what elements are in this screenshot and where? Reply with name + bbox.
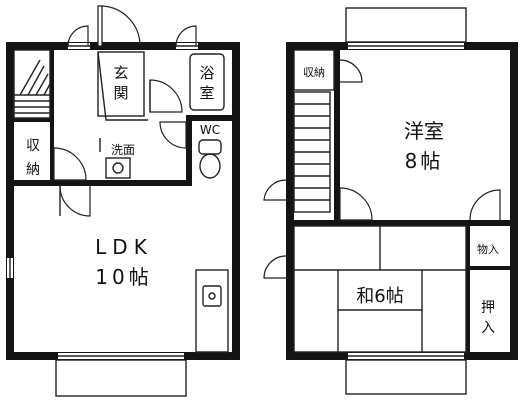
label-western: 洋室 xyxy=(404,119,444,143)
entrance-box xyxy=(97,51,145,117)
wall-right-left xyxy=(286,42,294,360)
label-ldk: LDK xyxy=(95,235,153,259)
label-entrance: 玄関 xyxy=(113,64,128,102)
bath-box xyxy=(189,53,225,111)
wall-ldk-top xyxy=(14,180,190,186)
bath-door-arc xyxy=(149,79,183,113)
storage2-door-arc xyxy=(339,59,363,83)
western-door-arc-1 xyxy=(339,187,373,221)
ldk-door-arc xyxy=(59,185,91,217)
wall-bath-bottom xyxy=(186,115,234,121)
storage1-door-arc xyxy=(53,147,87,181)
label-oshiire: 押入 xyxy=(481,300,495,336)
wall-storage-left xyxy=(50,50,54,180)
wall-western-left xyxy=(334,50,340,224)
wall-wc-right xyxy=(186,120,192,186)
kitchen-counter xyxy=(195,269,229,353)
wall-closet-left xyxy=(466,224,470,352)
wall-western-bottom xyxy=(294,220,510,226)
wall-left-left xyxy=(6,42,14,360)
label-storage1: 収納 xyxy=(26,138,40,178)
wall-left-right xyxy=(232,42,240,360)
storage2-box xyxy=(293,49,335,91)
label-ldk-size: 10帖 xyxy=(95,265,152,289)
label-wc: WC xyxy=(200,123,220,137)
wall-right-right xyxy=(510,42,518,360)
entrance-door xyxy=(97,5,103,47)
side-door-arc-1 xyxy=(263,179,287,201)
wall-stair-bottom xyxy=(14,118,54,122)
entrance-door-arc xyxy=(101,5,141,45)
door-arc-top-left xyxy=(67,25,89,47)
label-japanese: 和6帖 xyxy=(356,286,403,307)
bay-window-bottom-right xyxy=(345,353,467,395)
stairs-first xyxy=(13,49,51,119)
first-floor xyxy=(6,5,240,397)
label-western-size: 8帖 xyxy=(405,149,444,173)
label-washroom: 洗面 xyxy=(111,143,135,157)
western-door-arc-2 xyxy=(469,189,501,221)
side-door-arc-2 xyxy=(263,255,287,279)
wall-left-top xyxy=(6,42,240,50)
toilet-fixture xyxy=(159,121,222,179)
entrance-step xyxy=(97,51,148,121)
door-arc-top-right xyxy=(175,25,197,47)
second-floor xyxy=(263,7,518,395)
bay-window-top-right xyxy=(345,7,467,49)
bay-window-bottom-left xyxy=(55,353,187,397)
label-bath: 浴室 xyxy=(199,64,214,102)
wall-closet-mid xyxy=(466,266,510,270)
label-closet: 物入 xyxy=(477,242,499,256)
washbasin xyxy=(99,138,131,179)
label-storage2: 収納 xyxy=(303,66,325,79)
stairs-second xyxy=(293,91,331,213)
